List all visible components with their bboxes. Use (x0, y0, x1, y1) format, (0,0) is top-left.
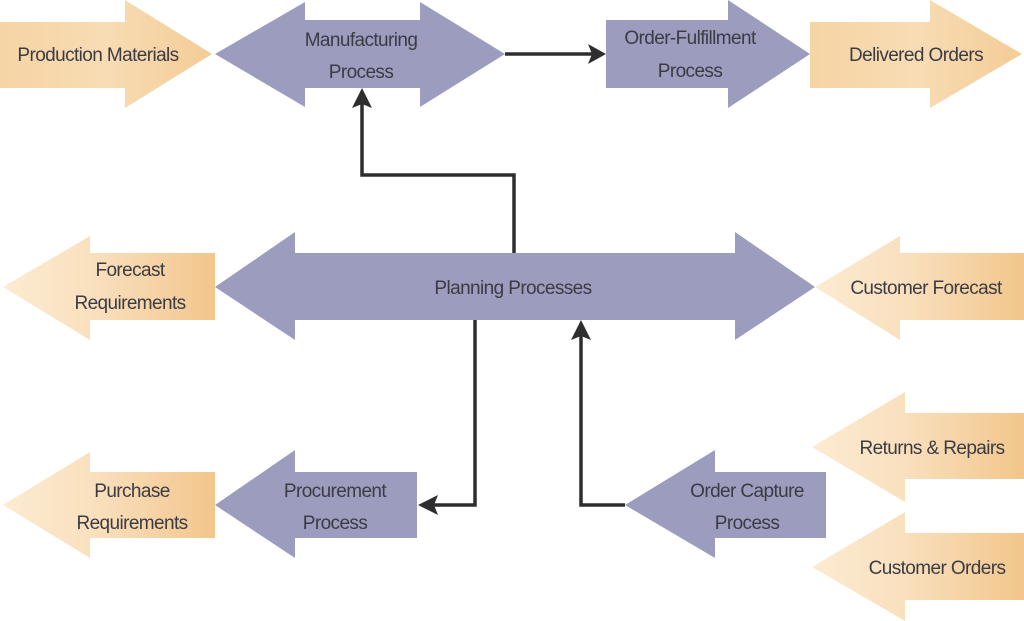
manufacturing-process-label-line2: Process (329, 62, 394, 83)
order-fulfillment-label-line1: Order-Fulfillment (624, 28, 757, 49)
customer-forecast-label: Customer Forecast (850, 278, 1003, 299)
purchase-requirements-label-line2: Requirements (76, 513, 187, 534)
production-materials-arrow: Production Materials (0, 0, 212, 108)
svg-text:Production Materials: Production Materials (17, 45, 178, 66)
delivered-orders-label: Delivered Orders (849, 45, 983, 66)
forecast-requirements-label-line1: Forecast (95, 260, 165, 281)
order-capture-label-line1: Order Capture (690, 481, 804, 502)
purchase-requirements-label-line1: Purchase (94, 481, 170, 502)
connector-order-capture-to-planning (571, 320, 625, 507)
procurement-process-label-line1: Procurement (284, 481, 387, 502)
manufacturing-process-arrow: Manufacturing Process (215, 2, 505, 107)
customer-orders-arrow: Customer Orders (812, 512, 1024, 621)
order-capture-label-line2: Process (715, 513, 780, 534)
procurement-process-label-line2: Process (303, 513, 368, 534)
arrowhead-right-icon (588, 44, 606, 64)
order-capture-process-arrow: Order Capture Process (625, 450, 826, 558)
order-fulfillment-label-line2: Process (658, 61, 723, 82)
order-fulfillment-process-arrow: Order-Fulfillment Process (606, 0, 810, 108)
manufacturing-process-label-line1: Manufacturing (305, 30, 418, 51)
planning-processes-label: Planning Processes (434, 278, 591, 299)
production-materials-label: Production Materials (17, 45, 178, 66)
forecast-requirements-label-line2: Requirements (74, 293, 185, 314)
purchase-requirements-arrow: Purchase Requirements (3, 452, 215, 558)
forecast-requirements-arrow: Forecast Requirements (3, 236, 215, 340)
connector-manufacturing-to-order-fulfillment (505, 44, 606, 64)
delivered-orders-arrow: Delivered Orders (810, 0, 1022, 108)
connector-planning-to-manufacturing (352, 88, 516, 253)
returns-repairs-label: Returns & Repairs (859, 438, 1004, 459)
customer-forecast-arrow: Customer Forecast (815, 236, 1024, 340)
arrowhead-up-icon (571, 320, 591, 340)
customer-orders-label: Customer Orders (869, 558, 1006, 579)
procurement-process-arrow: Procurement Process (215, 450, 417, 558)
arrowhead-up-icon (352, 88, 372, 108)
connector-planning-to-procurement (418, 320, 477, 515)
returns-repairs-arrow: Returns & Repairs (812, 392, 1024, 502)
planning-processes-arrow: Planning Processes (215, 232, 815, 340)
arrowhead-left-icon (418, 495, 438, 515)
